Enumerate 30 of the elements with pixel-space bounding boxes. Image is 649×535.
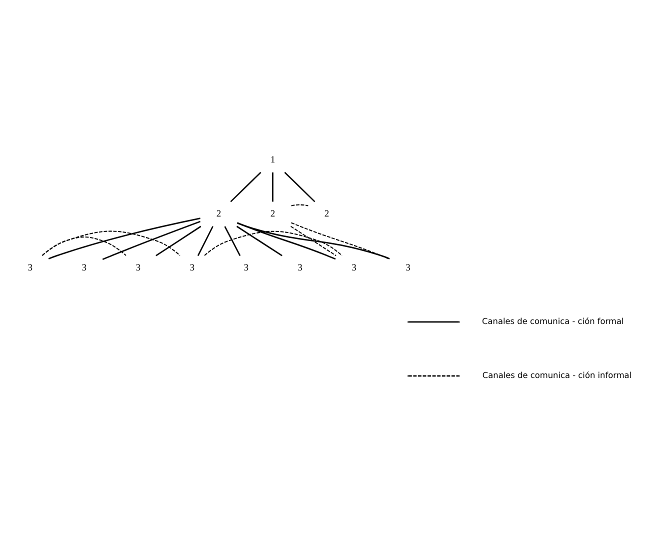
connector: [204, 230, 342, 256]
node-text: 3: [136, 262, 141, 274]
connector: [42, 230, 180, 256]
node-text: 2: [324, 208, 330, 220]
node-text: 3: [190, 262, 194, 274]
connector: [236, 222, 336, 260]
connector: [156, 225, 202, 256]
connector: [291, 222, 390, 260]
connector: [224, 226, 241, 256]
node-text: 3: [406, 262, 410, 274]
node-text: 3: [82, 262, 87, 274]
node-text: 3: [28, 262, 33, 274]
connector: [102, 220, 200, 260]
node-text: 3: [298, 262, 302, 274]
legend-label: Canales de comunica - ción formal: [482, 316, 624, 326]
node-text: 3: [244, 262, 248, 274]
connector: [236, 225, 282, 256]
node-text: 2: [270, 208, 276, 220]
node-text: 2: [216, 208, 222, 220]
connector: [197, 226, 214, 256]
connector: [291, 204, 308, 206]
connector: [272, 172, 274, 202]
connector: [230, 171, 262, 202]
connector: [284, 171, 316, 202]
connector: [290, 225, 336, 256]
connector: [48, 217, 200, 259]
legend-label: Canales de comunica - ción informal: [482, 370, 632, 380]
connector: [237, 222, 390, 259]
node-text: 1: [270, 154, 276, 166]
node-text: 3: [352, 262, 356, 274]
